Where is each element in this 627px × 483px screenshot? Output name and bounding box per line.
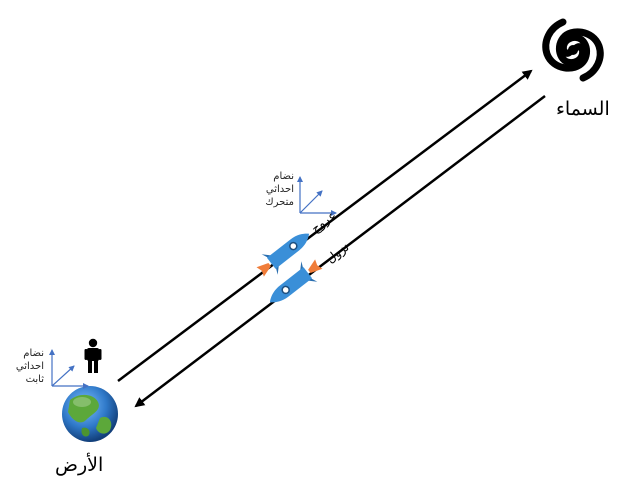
globe-icon	[62, 386, 118, 442]
sky-label: السماء	[556, 98, 610, 120]
ascent-arrow	[117, 69, 533, 382]
fixed-frame-label: نضام احداثي ثابت	[4, 347, 44, 386]
coordinate-axes-icon-moving	[297, 176, 337, 216]
moving-frame-label: نضام احداثي متحرك	[252, 170, 294, 209]
fixed-frame-line3: ثابت	[25, 374, 44, 385]
moving-frame-line3: متحرك	[265, 197, 294, 208]
rocket-icon-descending	[269, 259, 323, 303]
earth-label: الأرض	[55, 454, 104, 476]
moving-frame-line1: نضام	[273, 171, 294, 182]
fixed-frame-line1: نضام	[23, 348, 44, 359]
ascent-label: عروج	[308, 208, 339, 236]
rocket-icon-ascending	[256, 233, 310, 277]
spiral-galaxy-icon	[542, 18, 604, 82]
person-icon	[84, 338, 102, 373]
coordinate-axes-icon-fixed	[49, 349, 89, 389]
descent-arrow	[134, 95, 546, 408]
fixed-frame-line2: احداثي	[15, 361, 44, 372]
moving-frame-line2: احداثي	[265, 184, 294, 195]
